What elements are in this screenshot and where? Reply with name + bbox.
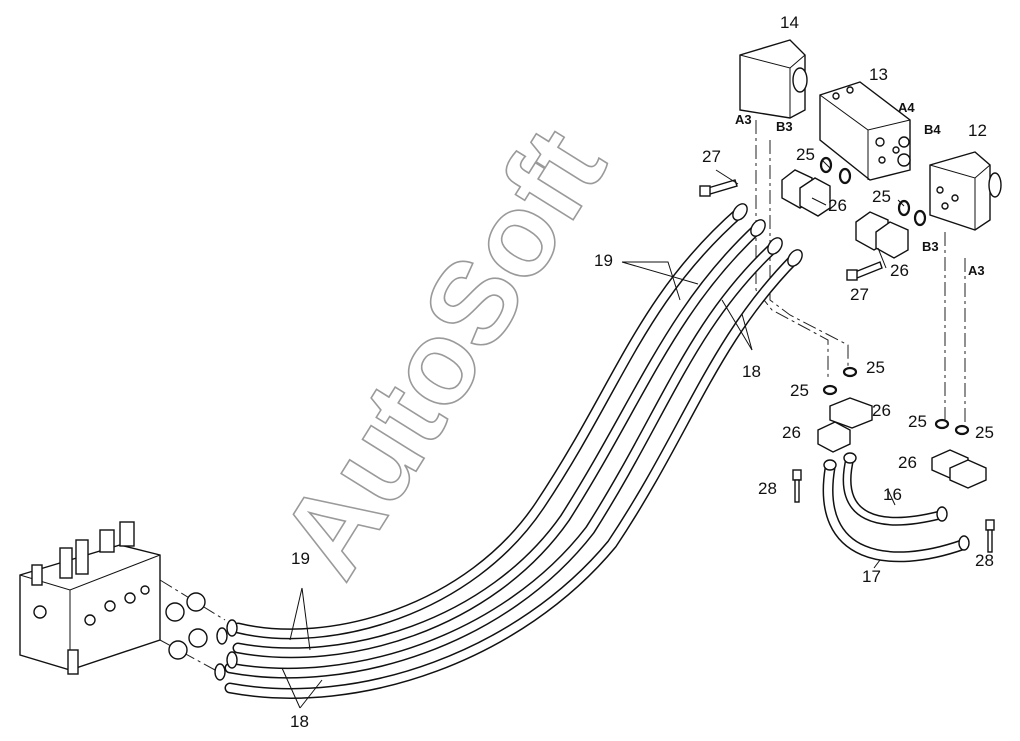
leader-lines bbox=[281, 159, 905, 709]
callout-labels: 14 13 12 27 27 25 25 25 25 25 25 26 26 2… bbox=[290, 13, 994, 731]
watermark-text: AutoSoft bbox=[255, 106, 631, 598]
long-hoses bbox=[224, 206, 801, 699]
port-labels: A3 B3 A4 B4 B3 A3 bbox=[735, 100, 985, 278]
callout-17: 17 bbox=[862, 567, 881, 586]
callout-19: 19 bbox=[594, 251, 613, 270]
flange-clamp-icon bbox=[165, 592, 208, 660]
callout-27: 27 bbox=[702, 147, 721, 166]
callout-25: 25 bbox=[908, 412, 927, 431]
callout-16: 16 bbox=[883, 485, 902, 504]
bolt-icon bbox=[699, 179, 883, 281]
callout-13: 13 bbox=[869, 65, 888, 84]
callout-27: 27 bbox=[850, 285, 869, 304]
bolt-icon bbox=[792, 469, 995, 553]
callout-28: 28 bbox=[975, 551, 994, 570]
port-label-b4: B4 bbox=[924, 122, 941, 137]
port-label-a3: A3 bbox=[968, 263, 985, 278]
flange-clamp-icon bbox=[817, 397, 987, 489]
callout-25: 25 bbox=[866, 358, 885, 377]
callout-28: 28 bbox=[758, 479, 777, 498]
port-label-a3: A3 bbox=[735, 112, 752, 127]
callout-14: 14 bbox=[780, 13, 799, 32]
callout-12: 12 bbox=[968, 121, 987, 140]
o-ring-icon bbox=[819, 156, 927, 227]
port-label-b3: B3 bbox=[922, 239, 939, 254]
callout-18: 18 bbox=[290, 712, 309, 731]
callout-18: 18 bbox=[742, 362, 761, 381]
solenoid-valve-icon bbox=[739, 39, 808, 119]
short-hoses bbox=[822, 452, 970, 563]
callout-26: 26 bbox=[782, 423, 801, 442]
hose-fittings-top bbox=[732, 203, 803, 267]
callout-25: 25 bbox=[796, 145, 815, 164]
callout-26: 26 bbox=[872, 401, 891, 420]
hose-fittings-bottom bbox=[214, 619, 238, 681]
callout-26: 26 bbox=[898, 453, 917, 472]
callout-25: 25 bbox=[872, 187, 891, 206]
flange-clamp-icon bbox=[781, 169, 909, 259]
solenoid-valve-icon bbox=[929, 151, 1002, 231]
port-label-a4: A4 bbox=[898, 100, 915, 115]
callout-25: 25 bbox=[975, 423, 994, 442]
callout-26: 26 bbox=[890, 261, 909, 280]
o-ring-icon bbox=[822, 366, 970, 436]
callout-26: 26 bbox=[828, 196, 847, 215]
callout-25: 25 bbox=[790, 381, 809, 400]
callout-19: 19 bbox=[291, 549, 310, 568]
control-valve-icon bbox=[19, 521, 161, 675]
valve-block-icon bbox=[819, 81, 911, 181]
port-label-b3: B3 bbox=[776, 119, 793, 134]
